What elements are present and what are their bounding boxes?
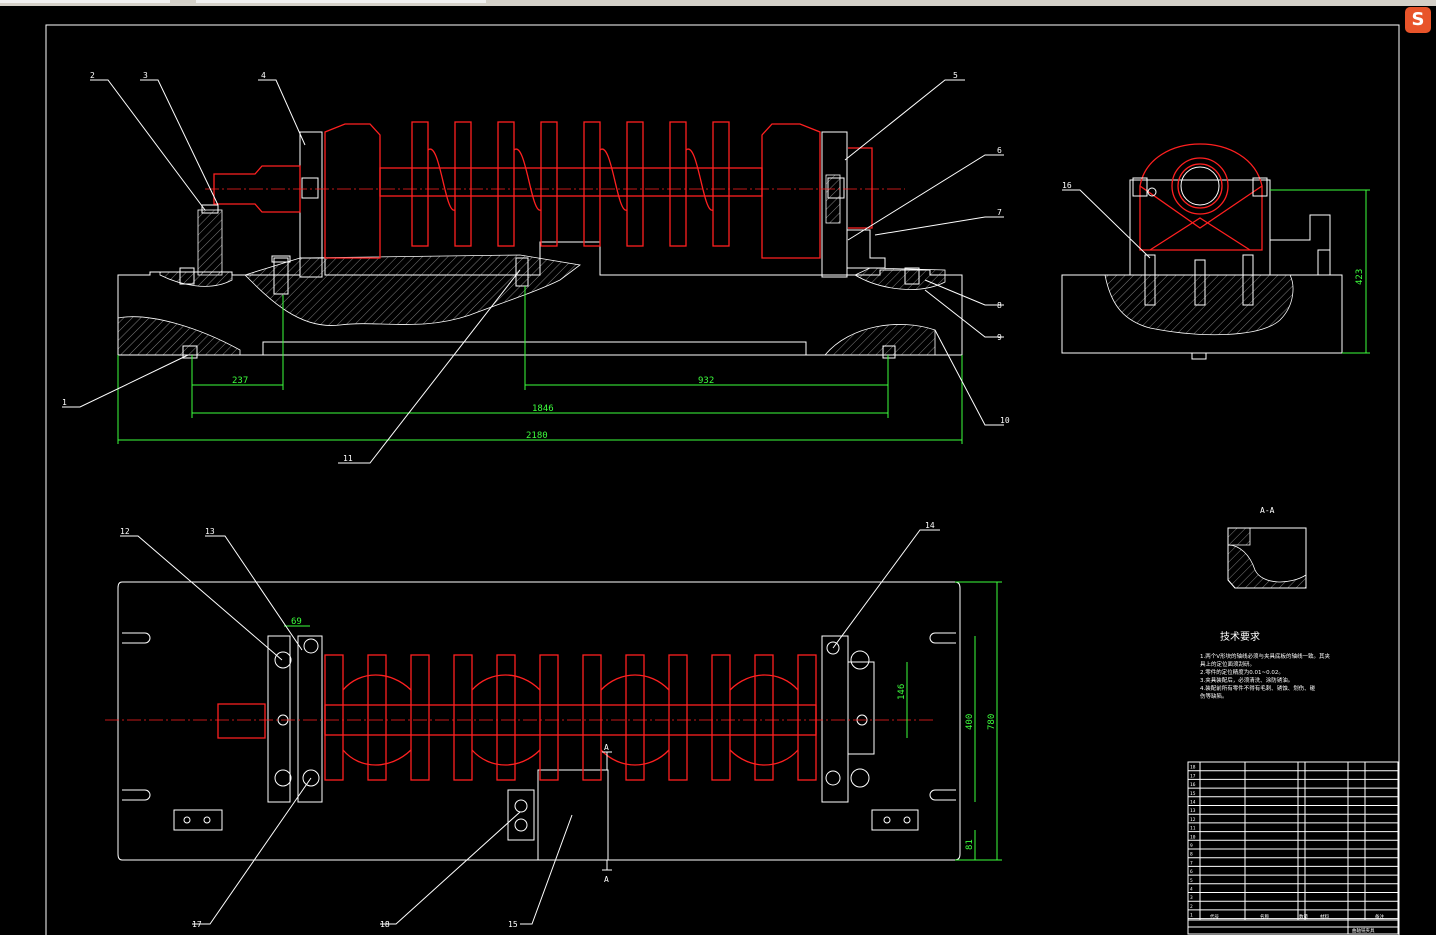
part-label-9: 9 [997, 333, 1002, 342]
tb-row-number: 4 [1190, 887, 1193, 893]
tb-row-number: 13 [1190, 808, 1196, 814]
top-bar-segment [0, 0, 170, 3]
dim-932: 932 [698, 376, 714, 386]
dim-81: 81 [965, 839, 975, 850]
part-label-18: 18 [380, 920, 390, 929]
section-title: A-A [1260, 506, 1275, 515]
tb-header-qty: 数量 [1299, 913, 1308, 920]
crankshaft-top [105, 654, 935, 781]
dim-400: 400 [965, 714, 975, 730]
tb-row-number: 6 [1190, 869, 1193, 875]
tech-req-title: 技术要求 [1220, 630, 1260, 643]
part-label-11: 11 [343, 454, 353, 463]
window-top-bar [0, 0, 1436, 6]
tb-row-number: 1 [1190, 913, 1193, 919]
dim-423: 423 [1355, 269, 1365, 285]
title-block-rows: 18 17 16 15 14 13 12 11 10 9 8 7 6 5 4 3 2 1 [1188, 765, 1398, 920]
tb-header-name: 名称 [1260, 913, 1269, 920]
side-view [1061, 143, 1370, 360]
part-label-1: 1 [62, 398, 67, 407]
tb-row-number: 8 [1190, 852, 1193, 858]
section-a-a [1227, 527, 1307, 589]
section-mark-bottom: A [604, 875, 609, 884]
technical-requirements: 技术要求 1.两个V形块的轴线必须与夹具底板的轴线一致。其夹 具上的定位面须刮研… [1200, 630, 1331, 700]
part-label-13: 13 [205, 527, 215, 536]
dim-146: 146 [897, 684, 907, 700]
part-label-7: 7 [997, 208, 1002, 217]
part-label-14: 14 [925, 521, 935, 530]
tb-row-number: 5 [1190, 878, 1193, 884]
part-label-5: 5 [953, 71, 958, 80]
sogou-ime-icon[interactable]: S [1405, 7, 1431, 33]
part-label-12: 12 [120, 527, 130, 536]
top-view [105, 581, 1002, 871]
tech-req-line: 伤等缺陷。 [1200, 692, 1228, 700]
tb-row-number: 10 [1190, 834, 1196, 840]
tb-row-number: 16 [1190, 782, 1196, 788]
section-mark-top: A [604, 743, 609, 752]
part-label-15: 15 [508, 920, 518, 929]
crankshaft-front [205, 121, 905, 259]
part-label-6: 6 [997, 146, 1002, 155]
title-block [1187, 761, 1399, 935]
tb-header-code: 代号 [1210, 913, 1219, 920]
tb-row-number: 3 [1190, 895, 1193, 901]
tb-row-number: 7 [1190, 860, 1193, 866]
tb-header-remark: 备注 [1375, 913, 1384, 920]
part-label-16: 16 [1062, 181, 1072, 190]
tech-req-line: 3.夹具装配后，必须清洗、涂防锈油。 [1200, 676, 1293, 684]
drawing-frame [45, 24, 1400, 935]
dim-69: 69 [291, 617, 302, 627]
part-label-17: 17 [192, 920, 202, 929]
tb-header-material: 材料 [1320, 913, 1329, 920]
tb-row-number: 14 [1190, 800, 1196, 806]
part-label-4: 4 [261, 71, 266, 80]
tb-row-number: 9 [1190, 843, 1193, 849]
dim-780: 780 [987, 714, 997, 730]
tb-footer-title: 曲轴铣夹具 [1352, 927, 1375, 934]
tech-req-line: 2.零件的定位精度为0.01~0.02。 [1200, 668, 1284, 676]
part-label-3: 3 [143, 71, 148, 80]
tb-row-number: 15 [1190, 791, 1196, 797]
dim-237: 237 [232, 376, 248, 386]
tb-row-number: 2 [1190, 904, 1193, 910]
tech-req-line: 4.装配前所有零件不得有毛刺、锈蚀、划伤、碰 [1200, 684, 1316, 692]
part-label-10: 10 [1000, 416, 1010, 425]
leader-lines [62, 79, 1151, 925]
part-label-2: 2 [90, 71, 95, 80]
front-view [117, 121, 963, 444]
tb-row-number: 18 [1190, 765, 1196, 771]
tb-row-number: 12 [1190, 817, 1196, 823]
tb-row-number: 11 [1190, 826, 1196, 832]
dim-2180: 2180 [526, 431, 548, 441]
tech-req-line: 1.两个V形块的轴线必须与夹具底板的轴线一致。其夹 [1200, 652, 1331, 660]
part-label-8: 8 [997, 301, 1002, 310]
dim-1846: 1846 [532, 404, 554, 414]
tb-row-number: 17 [1190, 773, 1196, 779]
top-bar-segment [196, 0, 486, 3]
tech-req-line: 具上的定位面须刮研。 [1200, 660, 1255, 668]
